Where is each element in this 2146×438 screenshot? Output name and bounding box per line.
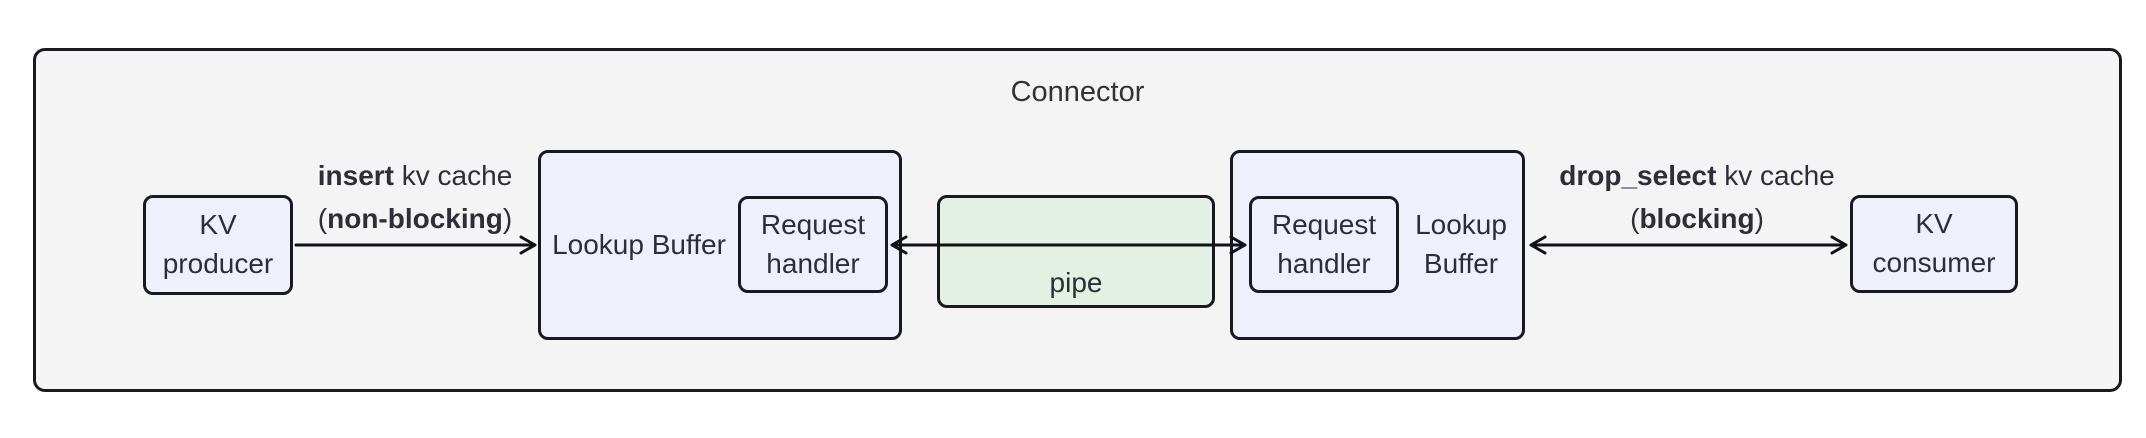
insert-edge-label-line1: insert kv cache — [317, 160, 513, 191]
drop-select-edge-label-line2: (blocking) — [1630, 203, 1764, 234]
lookup-buffer-left-node: Lookup Buffer Request handler — [538, 150, 902, 340]
drop-select-edge-label: drop_select kv cache (blocking) — [1527, 154, 1867, 240]
pipe-label: pipe — [1049, 267, 1103, 298]
connector-title: Connector — [1010, 76, 1145, 108]
lookup-buffer-right-node: Lookup Buffer Request handler — [1230, 150, 1525, 340]
lookup-buffer-right-label: Lookup Buffer — [1415, 209, 1507, 279]
insert-edge-label: insert kv cache (non-blocking) — [255, 154, 575, 240]
request-handler-right-label: Request handler — [1271, 208, 1377, 279]
pipe-node: pipe — [937, 195, 1215, 308]
kv-consumer-node: KV consumer — [1850, 195, 2018, 293]
kv-producer-node: KV producer — [143, 195, 293, 295]
request-handler-right-node: Request handler — [1249, 196, 1399, 293]
request-handler-left-label: Request handler — [760, 208, 866, 279]
insert-edge-label-line2: (non-blocking) — [317, 203, 513, 234]
request-handler-left-node: Request handler — [738, 196, 888, 293]
kv-consumer-label: KV consumer — [1872, 208, 1996, 278]
lookup-buffer-left-label: Lookup Buffer — [552, 228, 726, 260]
kv-producer-label: KV producer — [162, 209, 274, 279]
drop-select-edge-label-line1: drop_select kv cache — [1559, 160, 1835, 191]
